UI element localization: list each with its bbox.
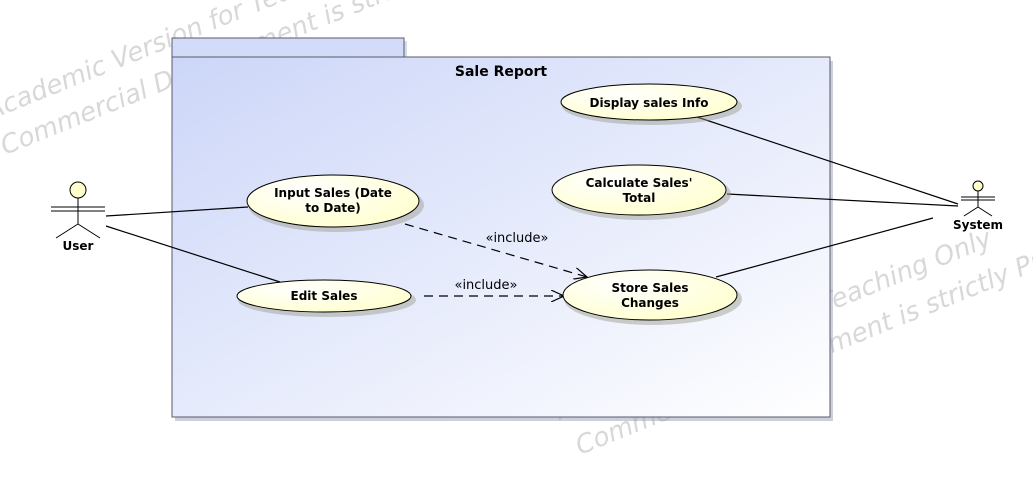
use-case-edit-sales[interactable]: Edit Sales [236, 279, 416, 317]
use-case-label-line-1: Input Sales (Date [274, 186, 392, 200]
assoc-user-edit[interactable] [105, 225, 281, 283]
stick-figure-icon [51, 181, 105, 239]
use-case-label-line-2: Total [623, 191, 656, 205]
use-case-ellipse [560, 83, 738, 121]
assoc-calculate-system[interactable] [726, 193, 959, 207]
package-tab [171, 37, 405, 58]
associations [105, 116, 959, 283]
use-case-calculate-sales-total[interactable]: Calculate Sales' Total [551, 164, 731, 220]
package-title: Sale Report [455, 64, 548, 80]
use-case-label-line-2: to Date) [305, 201, 361, 215]
actor-user[interactable]: User [51, 181, 105, 253]
include-label-2: «include» [454, 278, 517, 293]
use-case-label-line-1: Store Sales [612, 281, 689, 295]
use-case-label: Edit Sales [291, 289, 358, 303]
package-sale-report[interactable]: Sale Report [171, 37, 833, 421]
actor-system[interactable]: System [953, 180, 1003, 232]
include-input-store[interactable] [404, 223, 587, 277]
assoc-store-system[interactable] [715, 217, 934, 278]
use-case-label-line-2: Changes [621, 296, 679, 310]
assoc-user-input[interactable] [105, 206, 249, 217]
use-case-label-line-1: Calculate Sales' [586, 176, 693, 190]
package-body [171, 56, 831, 418]
use-case-store-sales-changes[interactable]: Store Sales Changes [562, 269, 742, 325]
use-case-ellipse [562, 269, 738, 321]
include-label-1: «include» [485, 231, 548, 246]
use-case-ellipse [236, 279, 412, 313]
use-case-display-sales-info[interactable]: Display sales Info [560, 83, 742, 125]
use-case-ellipse [246, 174, 420, 228]
use-case-label: Display sales Info [590, 96, 709, 110]
use-case-input-sales[interactable]: Input Sales (Date to Date) [246, 174, 424, 232]
actor-label: System [953, 218, 1003, 232]
use-case-ellipse [551, 164, 727, 216]
actor-label: User [63, 239, 94, 253]
assoc-display-system[interactable] [696, 116, 959, 205]
stick-figure-icon [961, 180, 995, 217]
include-dependencies [404, 223, 587, 296]
